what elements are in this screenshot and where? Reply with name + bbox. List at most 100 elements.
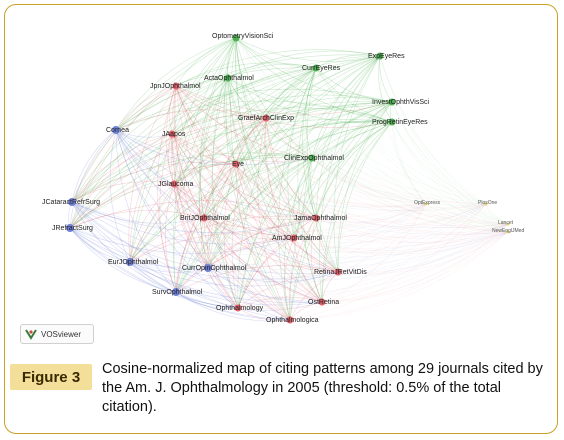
network-edge [115, 129, 427, 208]
network-node [66, 224, 74, 232]
network-edge [171, 133, 205, 219]
network-edge [175, 291, 323, 311]
network-edge [321, 203, 487, 303]
network-edge [391, 101, 427, 205]
node-label: GraefArchClinExp [238, 115, 294, 122]
network-edge [69, 203, 427, 250]
network-edge [203, 67, 317, 219]
network-edge [175, 85, 295, 239]
network-edge [293, 223, 509, 252]
network-edge [173, 183, 205, 219]
network-edge [175, 85, 323, 303]
network-edge [203, 217, 323, 303]
network-edge [115, 54, 381, 131]
network-edge [71, 129, 117, 203]
network-edge [129, 261, 339, 287]
network-node [204, 264, 212, 272]
network-edge [69, 37, 237, 229]
network-edge [69, 223, 509, 266]
network-edge [69, 163, 237, 229]
network-edge [227, 37, 237, 79]
network-edge [315, 203, 427, 223]
network-edge [265, 117, 487, 205]
network-edge [203, 117, 267, 219]
network-edge [173, 183, 339, 273]
network-edge [235, 163, 317, 219]
network-edge [425, 203, 487, 210]
network-edge [227, 77, 393, 124]
network-edge [71, 201, 487, 241]
network-edge [129, 67, 317, 263]
network-edge [173, 183, 317, 220]
network-node [376, 52, 384, 60]
network-edge [69, 85, 177, 229]
node-label: PlosOne [478, 200, 497, 206]
network-edge [207, 203, 427, 269]
network-edge [302, 67, 317, 219]
network-edge [315, 54, 381, 69]
network-edge [235, 37, 339, 273]
network-edge [69, 67, 317, 229]
network-edge [391, 121, 487, 205]
network-edge [293, 121, 393, 239]
network-edge [315, 101, 393, 219]
network-edge [173, 183, 509, 238]
network-edge [264, 117, 295, 239]
network-edge [115, 37, 237, 131]
network-node [334, 268, 342, 276]
network-edge [235, 163, 323, 303]
network-node [172, 288, 180, 296]
network-node [232, 160, 240, 168]
network-node [68, 198, 76, 206]
network-edge [289, 121, 393, 321]
network-edge [71, 201, 295, 245]
network-edge [115, 129, 323, 303]
network-edge [129, 133, 173, 263]
network-node [234, 304, 242, 312]
network-edge [231, 117, 267, 309]
network-edge [69, 121, 393, 229]
network-edge [289, 231, 509, 321]
network-edge [315, 203, 487, 228]
network-edge [235, 37, 323, 303]
network-edge [71, 37, 237, 203]
network-edge [171, 133, 339, 273]
network-edge [265, 108, 393, 123]
network-edge [115, 129, 205, 219]
node-label: SurvOphthalmol [152, 289, 203, 296]
network-edge [311, 101, 393, 159]
network-edge [235, 163, 509, 228]
network-edge [129, 37, 237, 263]
network-node [112, 126, 120, 134]
network-edge [69, 55, 381, 229]
network-edge [203, 217, 317, 229]
node-layer [66, 34, 510, 324]
node-label: ExpEyeRes [368, 53, 405, 60]
network-edge [237, 157, 313, 309]
network-edge [69, 210, 205, 229]
node-label: JRefractSurg [52, 225, 93, 232]
network-edge [171, 133, 509, 227]
network-edge [170, 133, 209, 269]
node-label: InvestOphthVisSci [372, 99, 430, 106]
network-edge [288, 217, 317, 321]
network-edge [235, 37, 509, 233]
network-edge [129, 261, 239, 309]
network-edge [173, 117, 267, 185]
network-edge [71, 201, 339, 275]
network-edge [171, 133, 509, 234]
node-label: JGlaucoma [158, 181, 194, 188]
network-edge [235, 163, 509, 235]
network-edge [235, 37, 295, 239]
network-edge [71, 181, 175, 203]
network-edge [69, 227, 339, 280]
network-edge [235, 37, 317, 219]
network-edge [69, 129, 117, 229]
network-node [224, 74, 232, 82]
network-edge [235, 37, 393, 103]
network-edge [315, 67, 509, 225]
network-edge [207, 223, 509, 278]
network-edge [173, 85, 205, 219]
node-label: OptExpress [414, 200, 441, 206]
network-edge [315, 67, 487, 205]
